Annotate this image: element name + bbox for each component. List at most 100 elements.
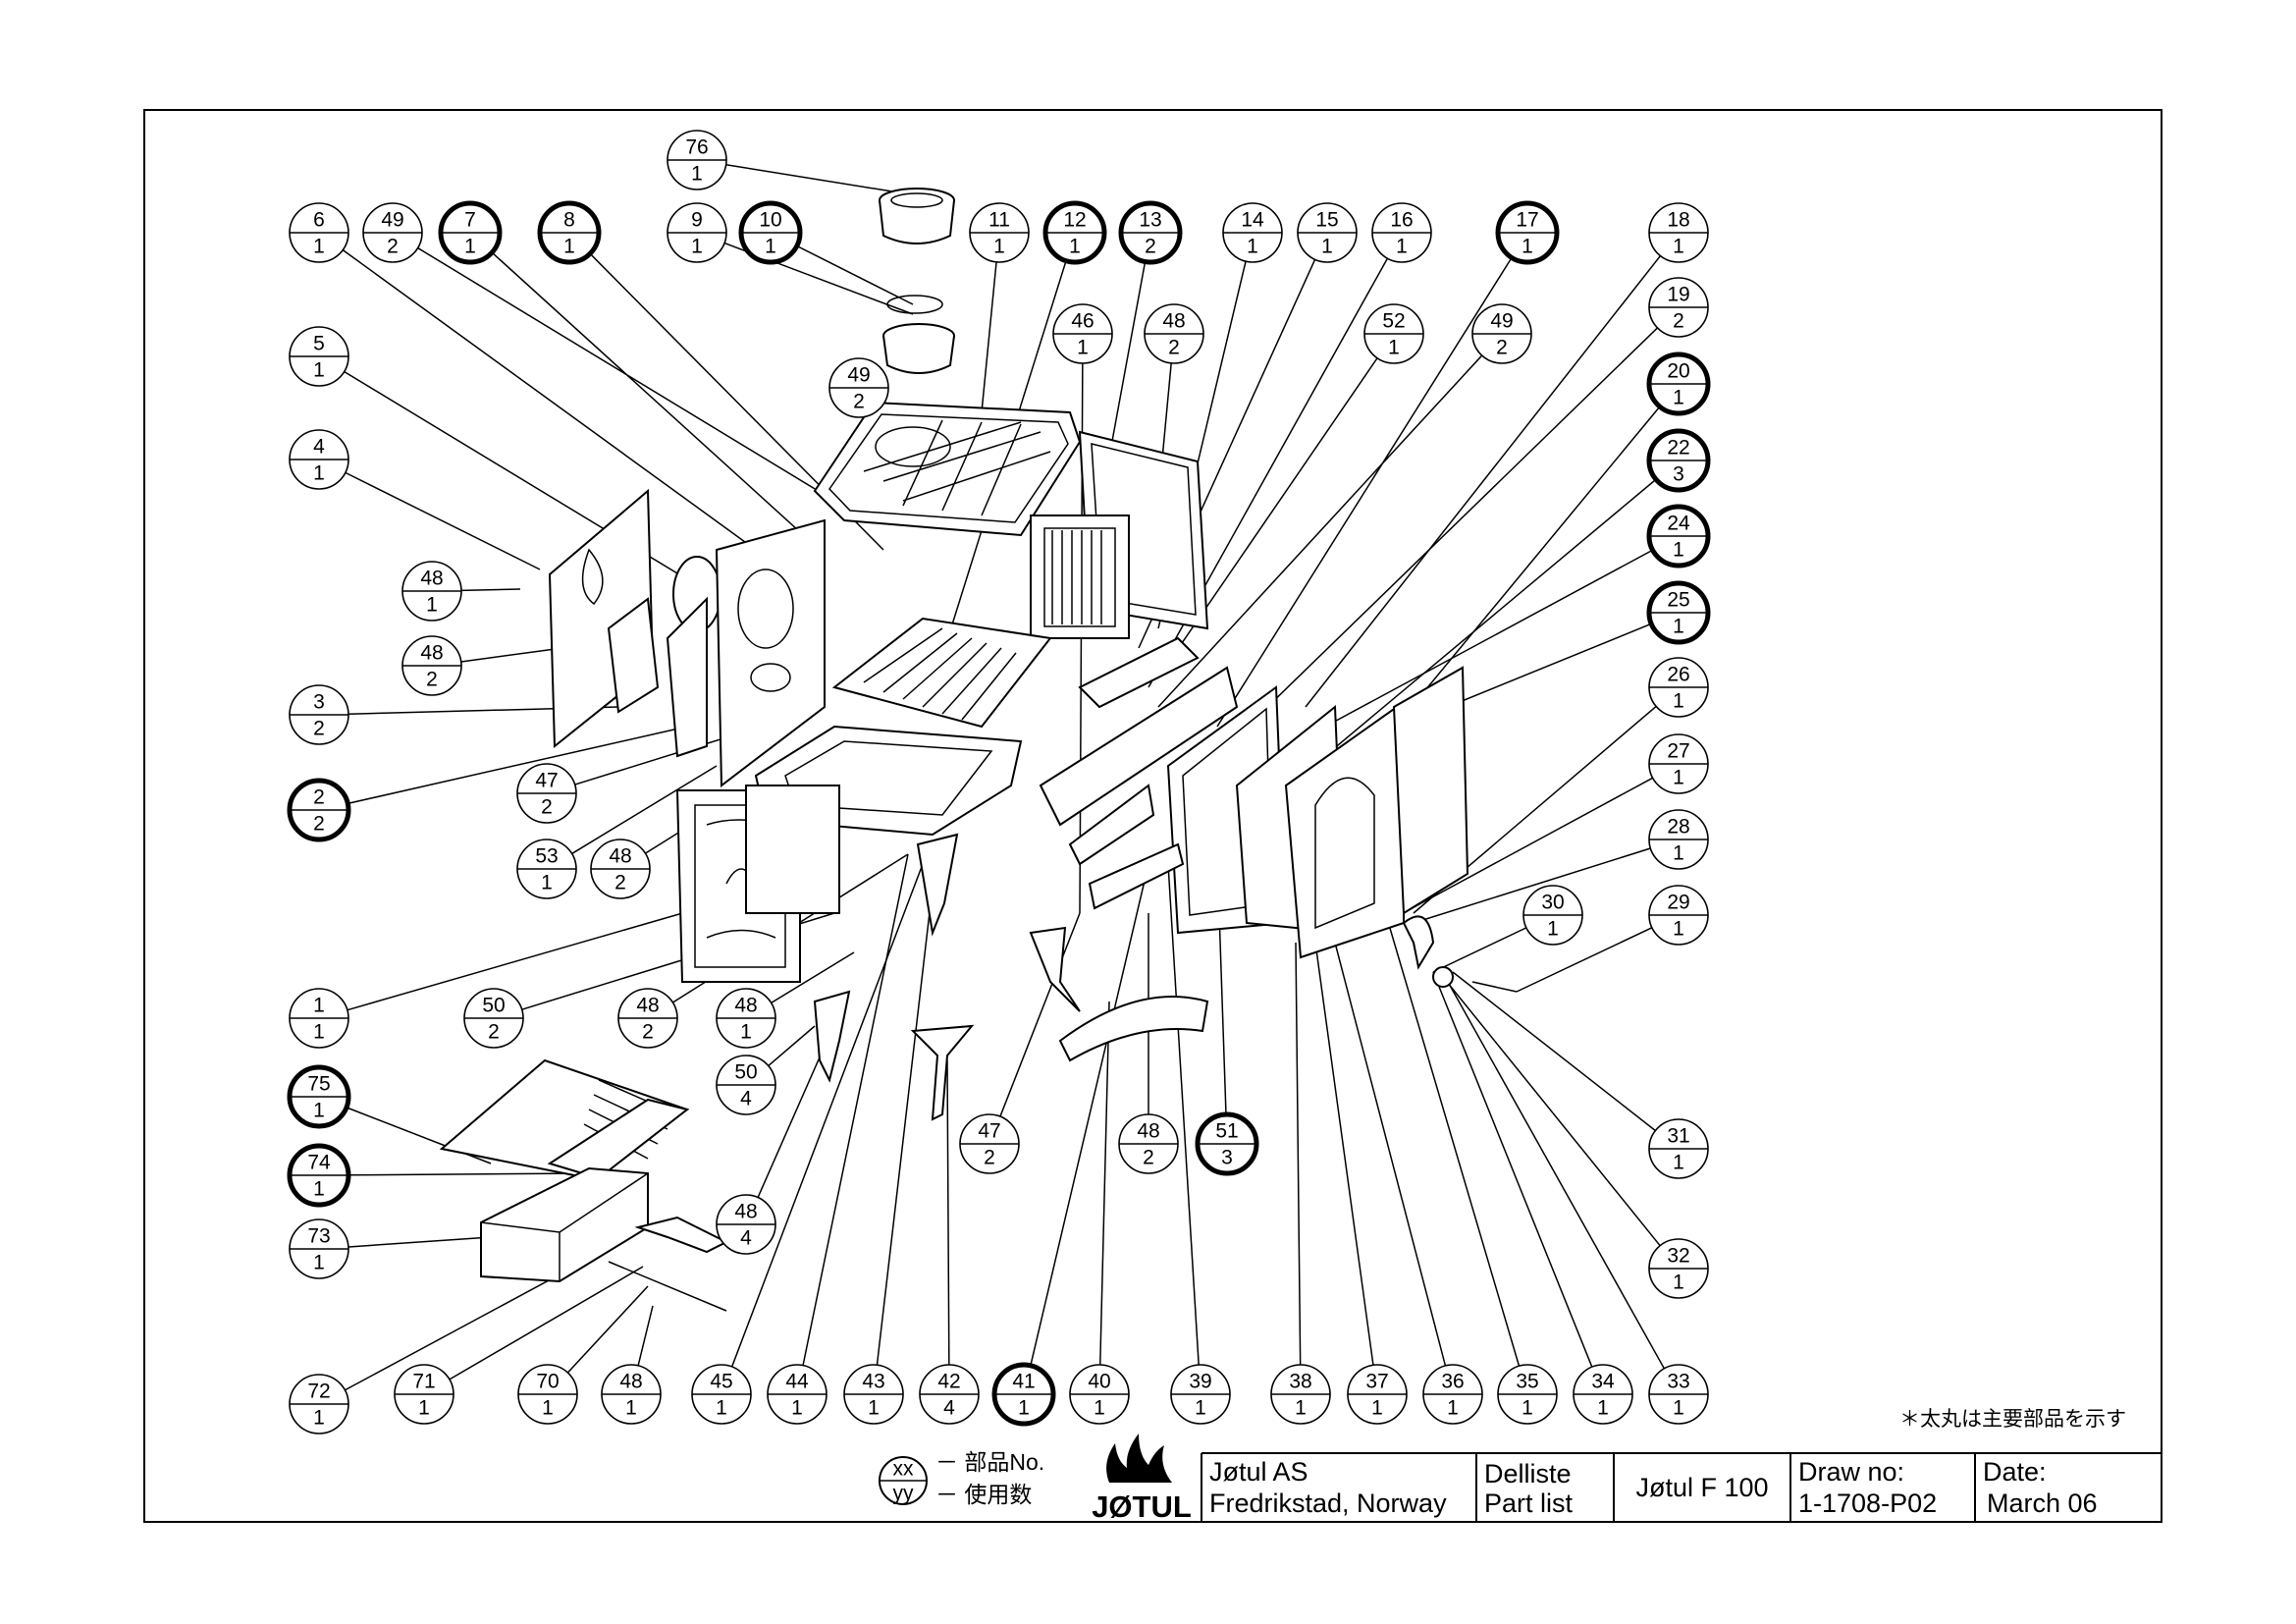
part-bubble-48: 481 [716,988,776,1049]
leader-line [1383,907,1521,1367]
part-number: 4 [313,436,325,459]
part-number: 25 [1667,589,1689,612]
part-quantity: 1 [313,359,325,382]
part-bubble-74: 741 [287,1143,351,1208]
part-number: 32 [1667,1245,1689,1268]
part-quantity: 1 [625,1397,637,1420]
part-bubble-45: 451 [691,1364,752,1425]
part-quantity: 1 [313,1252,325,1274]
leader-line [1516,927,1653,993]
part-bubble-5: 51 [289,326,349,387]
part-bubble-48: 482 [1118,1113,1179,1174]
part-number: 49 [1490,310,1513,333]
legend-part-no-label: － 部品No. [935,1449,1044,1475]
grate-bottom-part [831,617,1052,729]
leg-part [916,833,959,937]
part-number: 46 [1071,310,1094,333]
door-assembly-part [1166,666,1469,959]
part-quantity: 1 [418,1397,430,1420]
side-plate-main-part [715,518,826,787]
part-quantity: 1 [1673,842,1684,865]
leg-part [1029,926,1081,1012]
part-number: 48 [619,1371,642,1393]
part-bubble-10: 101 [738,200,803,265]
leader-line [566,1285,649,1374]
handle-part [1402,915,1435,970]
part-bubble-48: 484 [716,1194,776,1255]
draw-no-value: 1-1708-P02 [1798,1489,1937,1518]
part-quantity: 1 [1673,616,1684,638]
bubble-legend: xx yy － 部品No. － 使用数 [879,1449,1044,1507]
part-bubble-53: 531 [516,839,577,899]
leader-line [342,249,757,551]
part-bubble-33: 331 [1648,1364,1709,1425]
leader-line [1216,257,1513,728]
part-number: 49 [847,364,870,387]
part-bubble-70: 701 [517,1364,578,1425]
part-bubble-72: 721 [289,1374,349,1435]
part-quantity: 2 [984,1147,995,1169]
part-number: 1 [313,995,325,1017]
leg-part [910,1024,975,1121]
baffle-part [1068,784,1155,866]
part-quantity: 1 [563,236,575,258]
part-number: 43 [862,1371,884,1393]
part-quantity: 1 [1673,236,1684,258]
part-number: 26 [1667,664,1689,686]
part-number: 39 [1189,1371,1211,1393]
leader-line [981,261,997,413]
drawing-frame [143,109,2163,1523]
air-slide-part [1088,842,1185,910]
title-block: JØTUL Jøtul AS Fredrikstad, Norway Delli… [1092,1434,2162,1524]
part-number: 48 [734,1201,757,1223]
part-quantity: 1 [1295,1397,1307,1420]
part-bubble-28: 281 [1648,809,1709,870]
part-bubble-9: 91 [667,202,727,263]
leader-line [1442,976,1661,1247]
part-number: 19 [1667,284,1689,306]
part-bubble-17: 171 [1495,200,1560,265]
ash-lip-part [1058,996,1209,1062]
part-callouts: 7616149271819110111112113214115116117118… [287,130,1711,1435]
date-label: Date: [1983,1457,2047,1487]
part-quantity: 1 [1077,337,1089,359]
part-quantity: 1 [313,1407,325,1430]
part-bubble-50: 502 [463,988,524,1049]
leader-line [347,902,718,1011]
logo-wordmark: JØTUL [1092,1489,1192,1524]
part-quantity: 1 [791,1397,803,1420]
part-bubble-20: 201 [1646,352,1711,416]
part-number: 18 [1667,209,1689,232]
part-number: 47 [978,1120,1000,1143]
part-quantity: 1 [1018,1397,1030,1420]
part-number: 36 [1441,1371,1464,1393]
model-name: Jøtul F 100 [1635,1473,1768,1502]
baffle-part [1039,666,1239,827]
firebox-panel-part [1030,514,1130,639]
part-quantity: 2 [387,236,399,258]
part-quantity: 4 [943,1397,955,1420]
part-number: 53 [535,845,558,868]
leader-line [460,588,521,592]
leader-line [1447,981,1666,1370]
part-quantity: 1 [868,1397,880,1420]
part-number: 73 [307,1225,330,1248]
part-number: 22 [1667,437,1689,460]
leader-line [1167,863,1200,1366]
part-quantity: 1 [542,1397,554,1420]
part-bubble-43: 431 [843,1364,904,1425]
ash-box-part [480,1166,649,1283]
part-quantity: 1 [426,594,438,617]
part-quantity: 2 [426,669,438,691]
side-plate-left-part [548,488,721,758]
leader-line [946,1059,950,1366]
part-quantity: 1 [313,1100,325,1122]
part-bubble-50: 504 [716,1055,776,1115]
part-number: 48 [1162,310,1185,333]
part-quantity: 1 [1522,1397,1533,1420]
part-quantity: 1 [1388,337,1400,359]
part-number: 20 [1667,360,1689,383]
part-number: 11 [988,209,1010,232]
leader-line [1334,942,1447,1367]
part-quantity: 2 [1673,310,1684,333]
